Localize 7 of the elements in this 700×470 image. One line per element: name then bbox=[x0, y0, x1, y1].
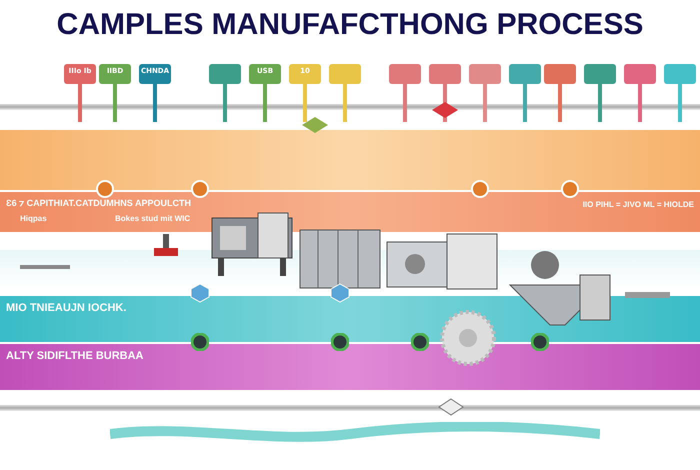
band-heading: MIO TNIEAUJN IOCHK. bbox=[6, 302, 126, 314]
band-heading: Ɛ6 ⁊ CAPITHIAT.CATDUMHNS APPOULCTH bbox=[6, 197, 191, 209]
title: CAMPLES MANUFAFCTHONG PROCESS bbox=[56, 8, 644, 42]
band-heading: ALTY SIDIFLTHE BURBAA bbox=[6, 350, 144, 362]
band-caption: Hiqpas bbox=[20, 214, 47, 223]
band-caption: IIO PIHL = JIVO ML = HIOLDE bbox=[582, 200, 694, 209]
band-caption: Bokes stud mit WIC bbox=[115, 214, 190, 223]
